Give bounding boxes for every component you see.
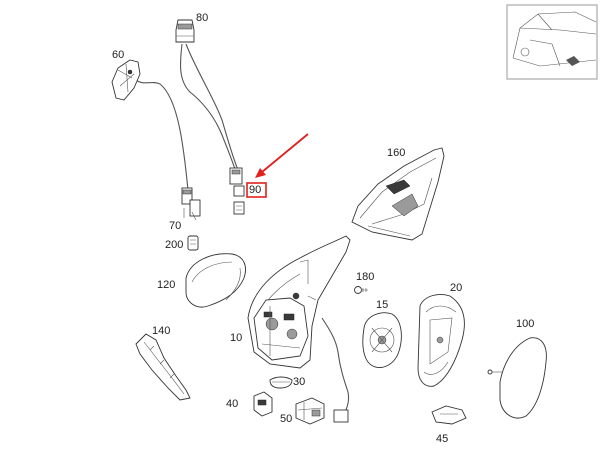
callout-90-highlight-box <box>246 182 267 198</box>
housing-cable-connector <box>333 409 349 423</box>
part-80-connector <box>175 19 195 43</box>
callout-45: 45 <box>436 433 449 445</box>
callout-160: 160 <box>387 147 406 159</box>
part-50-light-module <box>295 397 325 425</box>
part-30-seal <box>269 376 293 389</box>
callout-100: 100 <box>516 318 535 330</box>
part-140-trim-strip <box>135 333 191 401</box>
part-200-clip <box>187 235 199 251</box>
wiring-harness <box>135 43 239 191</box>
part-160-base-cover <box>351 147 445 241</box>
vehicle-inset <box>506 4 598 80</box>
callout-140: 140 <box>152 325 171 337</box>
callout-40: 40 <box>226 398 239 410</box>
callout-90: 90 <box>249 184 262 196</box>
callout-15: 15 <box>376 299 389 311</box>
part-180-screw <box>354 286 368 294</box>
part-15-adjustment-motor <box>362 312 402 369</box>
part-120-mirror-cap <box>185 253 246 308</box>
callout-30: 30 <box>293 376 306 388</box>
part-20-glass-carrier <box>417 294 465 387</box>
callout-20: 20 <box>450 282 463 294</box>
connector-group-70 <box>181 187 201 221</box>
callout-120: 120 <box>157 279 176 291</box>
part-60-bracket <box>111 59 141 101</box>
callout-80: 80 <box>196 12 209 24</box>
callout-70: 70 <box>169 220 182 232</box>
housing-cable <box>321 317 350 421</box>
part-45-clip <box>431 405 467 425</box>
callout-50: 50 <box>280 413 293 425</box>
part-40-module <box>253 391 273 417</box>
connector-group-90 <box>229 167 245 215</box>
callout-180: 180 <box>356 271 375 283</box>
red-arrow-icon <box>255 133 309 178</box>
part-100-mirror-glass <box>487 337 547 419</box>
callout-200: 200 <box>165 239 184 251</box>
callout-10: 10 <box>230 332 243 344</box>
part-10-mirror-housing <box>247 235 351 369</box>
callout-60: 60 <box>112 49 125 61</box>
